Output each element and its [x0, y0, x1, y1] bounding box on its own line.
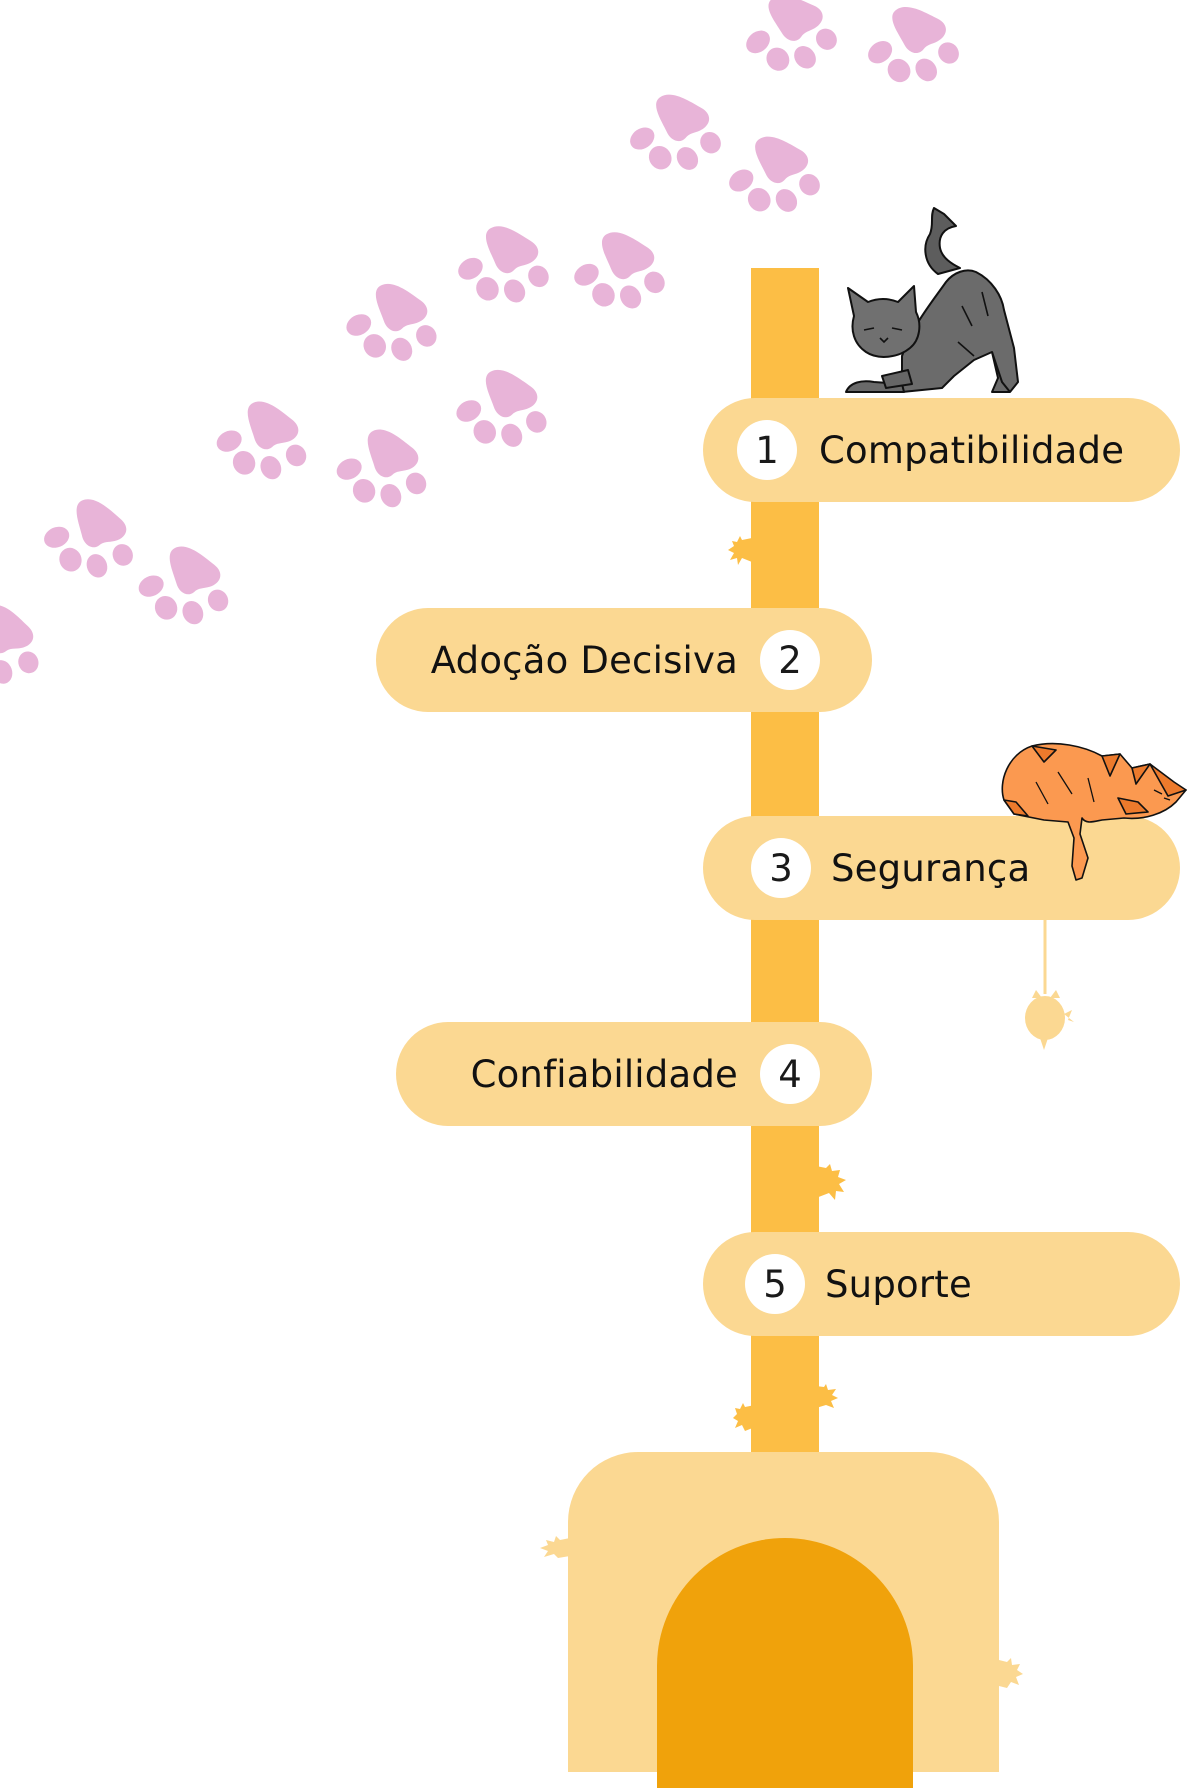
fur-tuft-icon [733, 1403, 755, 1431]
step-seguranca: 3 Segurança [703, 816, 1180, 920]
fur-tuft-icon [728, 536, 752, 565]
step-number-badge: 3 [751, 838, 811, 898]
paw-print-icon [0, 604, 39, 684]
step-label: Confiabilidade [470, 1052, 738, 1096]
paw-print-icon [138, 546, 229, 625]
fur-tuft-icon [999, 1658, 1023, 1688]
step-label: Segurança [831, 846, 1031, 890]
paw-print-icon [574, 232, 665, 309]
paw-print-icon [216, 401, 307, 480]
paw-trail [0, 0, 959, 684]
paw-print-icon [868, 7, 959, 83]
paw-print-icon [456, 370, 547, 447]
step-label: Compatibilidade [819, 428, 1125, 472]
step-number-badge: 1 [737, 420, 797, 480]
step-confiabilidade: Confiabilidade 4 [396, 1022, 872, 1126]
step-number-badge: 2 [760, 630, 820, 690]
step-label: Suporte [825, 1262, 972, 1306]
step-compatibilidade: 1 Compatibilidade [703, 398, 1180, 502]
gray-cat-stretching-icon [845, 207, 1019, 393]
paw-print-icon [729, 136, 820, 212]
hanging-toy-mouse-icon [1025, 918, 1074, 1050]
paw-print-icon [336, 429, 427, 508]
fur-tuft-icon [816, 1164, 846, 1200]
step-number-badge: 5 [745, 1254, 805, 1314]
fur-tuft-icon [540, 1536, 570, 1558]
cat-house-door [657, 1538, 913, 1788]
paw-print-icon [630, 94, 721, 170]
paw-print-icon [44, 499, 133, 578]
step-label: Adoção Decisiva [430, 638, 738, 682]
paw-print-icon [746, 0, 837, 71]
step-adocao-decisiva: Adoção Decisiva 2 [376, 608, 872, 712]
paw-print-icon [346, 284, 437, 361]
step-suporte: 5 Suporte [703, 1232, 1180, 1336]
paw-print-icon [458, 226, 549, 303]
orange-cat-sleeping-icon [1001, 742, 1187, 881]
fur-tuft-icon [816, 1384, 838, 1408]
step-number-badge: 4 [760, 1044, 820, 1104]
